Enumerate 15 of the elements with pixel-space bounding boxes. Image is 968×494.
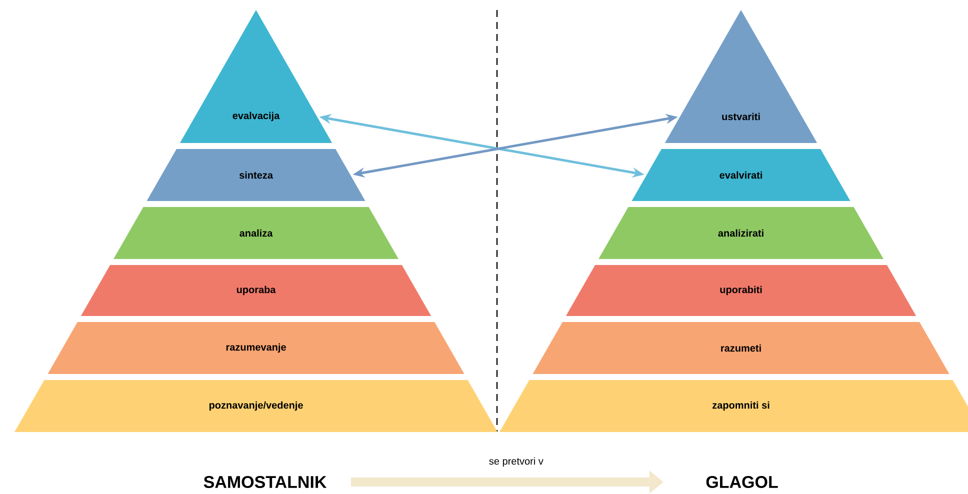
term-label: SAMOSTALNIK [204, 476, 327, 488]
pyramid-level: evalvacija [180, 10, 332, 143]
pyramid-level: sinteza [146, 149, 366, 201]
pyramid-level: analizirati [598, 207, 884, 259]
term-label: GLAGOL [706, 476, 778, 488]
pyramid-level: zapomniti si [500, 380, 968, 432]
pyramid-level: uporabiti [566, 265, 916, 316]
pyramid-level: ustvariti [664, 10, 818, 143]
pyramid-level: razumeti [532, 322, 950, 374]
pyramid-level: razumevanje [48, 322, 464, 374]
pyramid-level: analiza [114, 207, 398, 259]
pyramid-level: evalvirati [632, 149, 850, 201]
pyramid-level: poznavanje/vedenje [14, 380, 498, 432]
pyramid-level: uporaba [80, 265, 432, 316]
edge-label: se pretvori v [489, 457, 544, 467]
